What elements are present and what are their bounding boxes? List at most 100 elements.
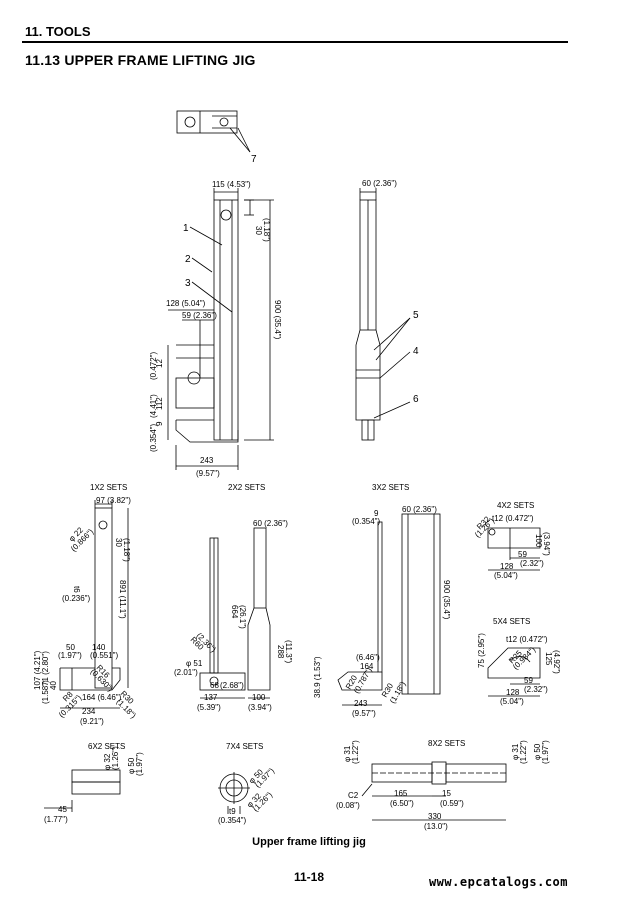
- dim-side-width: 60 (2.36"): [362, 179, 397, 188]
- svg-text:15: 15: [442, 789, 451, 798]
- svg-text:(9.21"): (9.21"): [80, 717, 104, 726]
- svg-text:59: 59: [524, 676, 533, 685]
- svg-text:60 (2.36"): 60 (2.36"): [402, 505, 437, 514]
- main-front-view: 115 (4.53") 1 2 3 30 (1.18") 900 (35.4"): [149, 180, 282, 478]
- dim-base-len-in: (9.57"): [196, 469, 220, 478]
- svg-text:(1.26"): (1.26"): [111, 746, 120, 770]
- svg-text:(2.01"): (2.01"): [174, 668, 198, 677]
- svg-text:(3.94"): (3.94"): [248, 703, 272, 712]
- set-5x4: 5X4 SETS t12 (0.472") 75 (2.95") R25 (0.…: [477, 617, 561, 706]
- svg-text:137: 137: [204, 693, 218, 702]
- svg-text:30: 30: [114, 538, 123, 547]
- svg-text:(1.77"): (1.77"): [44, 815, 68, 824]
- svg-text:(1.97"): (1.97"): [541, 740, 550, 764]
- svg-text:128: 128: [506, 688, 520, 697]
- svg-text:891 (11.1"): 891 (11.1"): [118, 580, 127, 619]
- section-title: 11.13 UPPER FRAME LIFTING JIG: [25, 52, 256, 68]
- svg-text:164 (6.46"): 164 (6.46"): [82, 693, 122, 702]
- svg-text:(0.59"): (0.59"): [440, 799, 464, 808]
- set-4x2: 4X2 SETS t12 (0.472") R32 (1.26") 100 (3…: [473, 501, 551, 580]
- set-1x2-top: 97 (3.82"): [96, 496, 131, 505]
- svg-text:234: 234: [82, 707, 96, 716]
- svg-text:φ 32: φ 32: [103, 753, 112, 770]
- svg-text:(0.08"): (0.08"): [336, 801, 360, 810]
- svg-text:68: 68: [210, 681, 219, 690]
- svg-text:(6.46"): (6.46"): [356, 653, 380, 662]
- svg-text:(6.50"): (6.50"): [390, 799, 414, 808]
- callout-4: 4: [413, 346, 419, 357]
- callout-6: 6: [413, 394, 419, 405]
- svg-text:60 (2.36"): 60 (2.36"): [253, 519, 288, 528]
- dim-base-thk-in: (0.354"): [149, 423, 158, 452]
- svg-text:330: 330: [428, 812, 442, 821]
- svg-text:50: 50: [66, 643, 75, 652]
- svg-text:t9: t9: [229, 807, 236, 816]
- svg-text:(1.97"): (1.97"): [135, 752, 144, 776]
- svg-text:(5.04"): (5.04"): [494, 571, 518, 580]
- dim-hole-offset: 30: [254, 226, 263, 235]
- svg-text:(1.97"): (1.97"): [58, 651, 82, 660]
- svg-text:(13.0"): (13.0"): [424, 822, 448, 831]
- svg-text:φ 31: φ 31: [343, 745, 352, 762]
- set-1x2: 1X2 SETS 97 (3.82") φ 22 (0.866") 30 (1.…: [33, 483, 138, 726]
- svg-text:(1.22"): (1.22"): [519, 740, 528, 764]
- set-2x2-title: 2X2 SETS: [228, 483, 265, 492]
- svg-text:t12 (0.472"): t12 (0.472"): [506, 635, 548, 644]
- svg-text:45: 45: [58, 805, 67, 814]
- callout-1: 1: [183, 223, 189, 234]
- dim-arm-inner: 59 (2.36"): [182, 311, 217, 320]
- set-8x2-title: 8X2 SETS: [428, 739, 465, 748]
- dim-plate-thk: 12: [155, 359, 164, 368]
- svg-text:(3.94"): (3.94"): [542, 532, 551, 556]
- svg-text:900 (35.4"): 900 (35.4"): [442, 580, 451, 620]
- svg-text:φ 50: φ 50: [533, 743, 542, 760]
- svg-text:288: 288: [276, 645, 285, 659]
- main-side-view: 60 (2.36") 5 4 6: [355, 179, 419, 441]
- svg-text:165: 165: [394, 789, 408, 798]
- detail-7-pin: 7: [176, 110, 257, 165]
- svg-text:(0.551"): (0.551"): [90, 651, 119, 660]
- svg-text:φ 51: φ 51: [186, 659, 203, 668]
- svg-text:(5.04"): (5.04"): [500, 697, 524, 706]
- page-number: 11-18: [293, 870, 325, 884]
- svg-text:φ 31: φ 31: [511, 743, 520, 760]
- dim-plate-thk-in: (0.472"): [149, 351, 158, 380]
- svg-text:(0.236"): (0.236"): [62, 594, 91, 603]
- svg-text:t12 (0.472"): t12 (0.472"): [492, 514, 534, 523]
- svg-text:100: 100: [252, 693, 266, 702]
- svg-text:125: 125: [544, 652, 553, 666]
- svg-text:140: 140: [92, 643, 106, 652]
- dim-base-thk: 9: [155, 421, 164, 426]
- svg-text:128: 128: [500, 562, 514, 571]
- svg-text:(4.92"): (4.92"): [552, 650, 561, 674]
- svg-text:(2.32"): (2.32"): [520, 559, 544, 568]
- set-8x2: 8X2 SETS φ 31 (1.22") φ 31 (1.22") φ 50 …: [336, 739, 550, 831]
- set-7x4-title: 7X4 SETS: [226, 742, 263, 751]
- callout-3: 3: [185, 278, 191, 289]
- chapter-title: 11. TOOLS: [25, 24, 91, 39]
- svg-text:9: 9: [374, 509, 379, 518]
- set-3x2: 3X2 SETS 9 (0.354") 60 (2.36") 900 (35.4…: [313, 483, 451, 718]
- dim-top-width: 115 (4.53"): [212, 180, 251, 189]
- svg-text:100: 100: [534, 534, 543, 548]
- set-3x2-title: 3X2 SETS: [372, 483, 409, 492]
- svg-text:(0.354"): (0.354"): [218, 816, 247, 825]
- dim-hole-offset-in: (1.18"): [262, 218, 271, 242]
- set-7x4: 7X4 SETS φ 50 (1.97") φ 32 (1.26") t9 (0…: [218, 742, 276, 825]
- svg-text:75 (2.95"): 75 (2.95"): [477, 633, 486, 668]
- svg-text:(5.39"): (5.39"): [197, 703, 221, 712]
- set-2x2: 2X2 SETS 60 (2.36") 664 (26.1") 288 (11.…: [174, 483, 293, 712]
- svg-text:38.9 (1.53"): 38.9 (1.53"): [313, 656, 322, 698]
- svg-text:107 (4.21"): 107 (4.21"): [33, 650, 42, 690]
- svg-text:40: 40: [49, 681, 58, 690]
- svg-text:59: 59: [518, 550, 527, 559]
- callout-2: 2: [185, 254, 191, 265]
- callout-7: 7: [251, 154, 257, 165]
- svg-text:71 (2.80"): 71 (2.80"): [41, 651, 50, 686]
- dim-arm-h-in: (4.41"): [149, 394, 158, 418]
- svg-text:(1.18"): (1.18"): [122, 538, 131, 562]
- set-1x2-title: 1X2 SETS: [90, 483, 127, 492]
- dim-arm-len: 128 (5.04"): [166, 299, 206, 308]
- set-6x2: 6X2 SETS φ 32 (1.26") φ 50 (1.97") 45 (1…: [44, 742, 144, 824]
